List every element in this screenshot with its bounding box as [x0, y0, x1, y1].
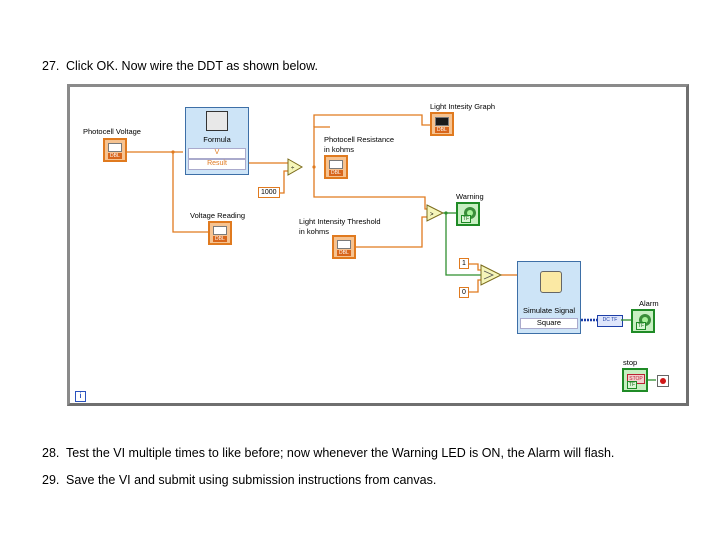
alarm-led-indicator[interactable]: TF — [631, 309, 655, 333]
knob-icon — [337, 240, 351, 249]
greater-than-function: > — [426, 204, 445, 222]
wire-1000-to-divide — [278, 170, 288, 194]
voltage-reading-indicator[interactable]: DBL — [208, 221, 232, 245]
stop-if-true-icon — [660, 378, 666, 384]
stop-button-control[interactable]: STOP TF — [622, 368, 648, 392]
ddt-wire-overlay — [621, 319, 631, 321]
step-text: Test the VI multiple times to like befor… — [66, 446, 615, 460]
alarm-label: Alarm — [639, 299, 659, 308]
warning-led-indicator[interactable]: TF — [456, 202, 480, 226]
wire-resistance-to-compare — [313, 167, 427, 210]
divide-function: ÷ — [287, 158, 304, 176]
signal-generator-icon — [540, 271, 562, 293]
wire-resistance-to-graph — [313, 114, 430, 127]
signal-type[interactable]: Square — [520, 318, 578, 329]
wire-one-to-select — [467, 263, 481, 271]
light-intensity-graph-label: Light Intesity Graph — [430, 102, 496, 111]
light-threshold-label-1: Light Intensity Threshold — [299, 217, 381, 226]
simulate-signal-title: Simulate Signal — [522, 306, 576, 315]
constant-1[interactable]: 1 — [459, 258, 469, 269]
tf-tag: TF — [627, 381, 638, 389]
wire-compare-to-select — [445, 213, 481, 276]
dbl-tag: DBL — [108, 153, 122, 159]
step-29: 29. Save the VI and submit using submissi… — [42, 473, 436, 487]
gauge-icon — [329, 160, 343, 169]
block-diagram: ÷ > Photocell Voltage DBL Formula V Resu… — [67, 84, 689, 406]
loop-condition-terminal[interactable] — [657, 375, 669, 387]
svg-text:÷: ÷ — [291, 166, 295, 172]
stop-label: stop — [623, 358, 638, 367]
formula-express-vi[interactable]: Formula V Result — [185, 107, 249, 175]
step-27: 27. Click OK. Now wire the DDT as shown b… — [42, 59, 318, 73]
dbl-tag: DBL — [213, 236, 227, 242]
step-number: 29. — [42, 473, 60, 487]
tf-tag: TF — [461, 215, 472, 223]
photocell-voltage-control[interactable]: DBL — [103, 138, 127, 162]
photocell-voltage-label: Photocell Voltage — [83, 127, 141, 136]
dbl-tag: DBL — [435, 127, 449, 133]
wire-threshold-to-compare — [352, 216, 427, 248]
formula-input-v[interactable]: V — [188, 148, 246, 159]
constant-1000[interactable]: 1000 — [258, 187, 280, 198]
step-text: Click OK. Now wire the DDT as shown belo… — [66, 59, 318, 73]
photocell-resistance-label-2: in kohms — [324, 145, 355, 154]
light-threshold-label-2: in kohms — [299, 227, 330, 236]
step-number: 28. — [42, 446, 60, 460]
svg-text:>: > — [430, 212, 434, 218]
light-threshold-control[interactable]: DBL — [332, 235, 356, 259]
iteration-info-icon: i — [75, 391, 86, 402]
simulate-signal-express-vi[interactable]: Simulate Signal Square — [517, 261, 581, 334]
convert-from-dynamic-data[interactable]: DC TF — [597, 315, 623, 327]
select-function — [480, 264, 503, 286]
warning-label: Warning — [456, 192, 484, 201]
dbl-tag: DBL — [337, 250, 351, 256]
photocell-resistance-label-1: Photocell Resistance — [324, 135, 395, 144]
graph-icon — [435, 117, 449, 126]
formula-title: Formula — [203, 135, 231, 144]
meter-icon — [213, 226, 227, 235]
formula-output-result[interactable]: Result — [188, 159, 246, 170]
wire-voltage-to-reading — [172, 152, 208, 233]
light-intensity-graph-indicator[interactable]: DBL — [430, 112, 454, 136]
constant-0[interactable]: 0 — [459, 287, 469, 298]
knob-icon — [108, 143, 122, 152]
step-28: 28. Test the VI multiple times to like be… — [42, 446, 614, 460]
wire-zero-to-select — [467, 279, 481, 293]
step-number: 27. — [42, 59, 60, 73]
photocell-resistance-indicator[interactable]: DBL — [324, 155, 348, 179]
voltage-reading-label: Voltage Reading — [190, 211, 246, 220]
dbl-tag: DBL — [329, 170, 343, 176]
step-text: Save the VI and submit using submission … — [66, 473, 437, 487]
tf-tag: TF — [636, 322, 647, 330]
formula-icon — [206, 111, 228, 131]
